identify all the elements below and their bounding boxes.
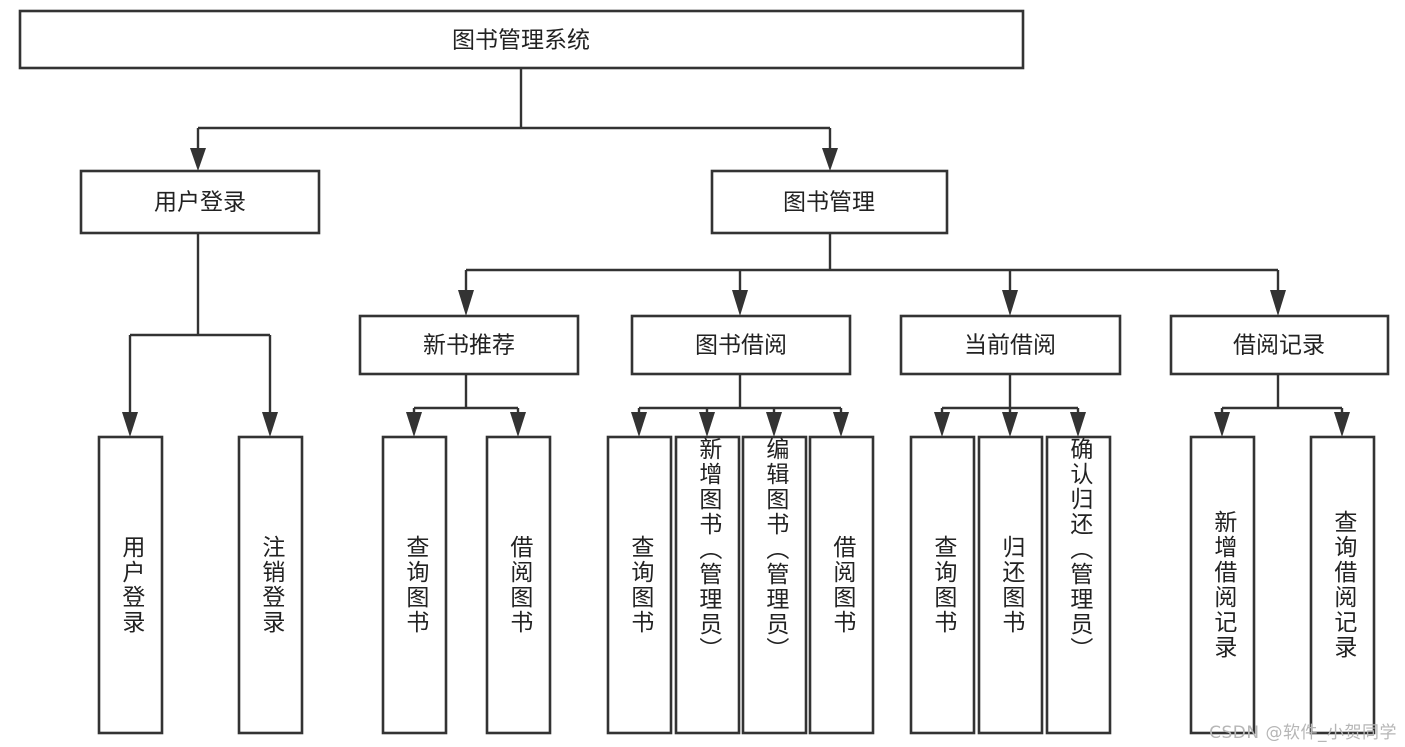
connector-newbook-to-leaves bbox=[406, 374, 526, 437]
node-book-management[interactable]: 图书管理 bbox=[710, 169, 949, 235]
leaf-node-user-login[interactable] bbox=[97, 435, 164, 735]
connector-userlogin-to-leaves bbox=[122, 233, 278, 437]
leaf-node-borrow-book[interactable] bbox=[808, 435, 875, 735]
node-borrow-record-label: 借阅记录 bbox=[1233, 333, 1325, 359]
node-book-management-label: 图书管理 bbox=[783, 190, 875, 216]
leaf-node-edit-book-admin[interactable] bbox=[741, 435, 808, 735]
connector-borrowrecord-to-leaves bbox=[1214, 374, 1350, 437]
leaf-node-add-book-admin[interactable] bbox=[674, 435, 741, 735]
node-current-borrow-label: 当前借阅 bbox=[964, 333, 1056, 359]
node-new-book-recommend-label: 新书推荐 bbox=[423, 333, 515, 359]
connector-bookmgmt-to-level2 bbox=[458, 233, 1286, 316]
leaf-node-add-borrow-record[interactable] bbox=[1189, 435, 1256, 735]
leaf-node-logout[interactable] bbox=[237, 435, 304, 735]
node-book-borrow-label: 图书借阅 bbox=[695, 333, 787, 359]
leaf-node-borrow-book-recommend[interactable] bbox=[485, 435, 552, 735]
leaf-node-query-book-current[interactable] bbox=[909, 435, 976, 735]
leaf-node-return-book[interactable] bbox=[977, 435, 1044, 735]
node-root[interactable]: 图书管理系统 bbox=[18, 9, 1025, 70]
node-book-borrow[interactable]: 图书借阅 bbox=[630, 314, 852, 376]
leaf-node-confirm-return-admin[interactable] bbox=[1045, 435, 1112, 735]
leaf-node-query-book-borrow[interactable] bbox=[606, 435, 673, 735]
node-current-borrow[interactable]: 当前借阅 bbox=[899, 314, 1122, 376]
node-root-label: 图书管理系统 bbox=[452, 28, 590, 54]
connector-currentborrow-to-leaves bbox=[934, 374, 1086, 437]
connector-bookborrow-to-leaves bbox=[631, 374, 849, 437]
leaf-node-query-borrow-record[interactable] bbox=[1309, 435, 1376, 735]
connector-root-to-level1 bbox=[190, 68, 838, 171]
node-borrow-record[interactable]: 借阅记录 bbox=[1169, 314, 1390, 376]
watermark: CSDN @软件_小贺同学 bbox=[1209, 723, 1397, 743]
node-user-login[interactable]: 用户登录 bbox=[79, 169, 321, 235]
leaf-node-query-book-recommend[interactable] bbox=[381, 435, 448, 735]
node-user-login-label: 用户登录 bbox=[154, 190, 246, 216]
node-new-book-recommend[interactable]: 新书推荐 bbox=[358, 314, 580, 376]
